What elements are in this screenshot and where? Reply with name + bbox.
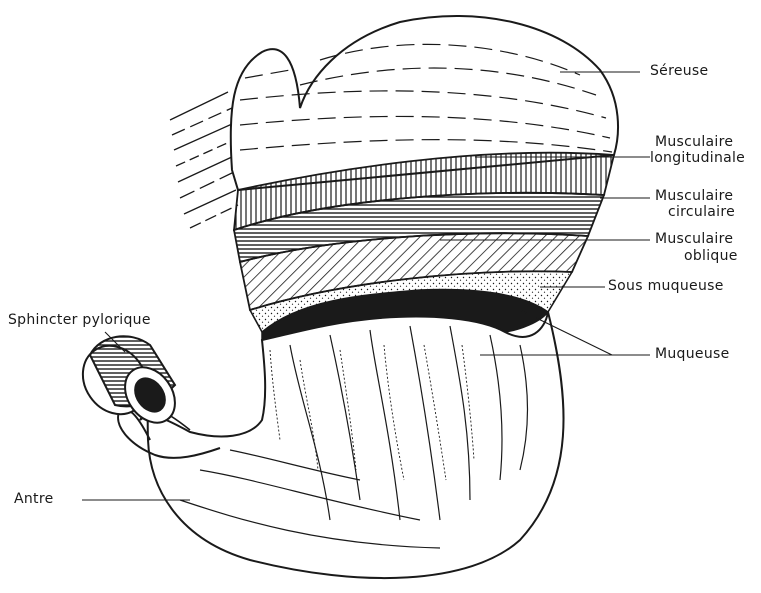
label-musculaire-oblique-1: Musculaire: [655, 232, 733, 247]
label-musculaire-longitudinale-2: longitudinale: [650, 151, 745, 166]
label-musculaire-longitudinale-1: Musculaire: [655, 135, 733, 150]
esophagus-strands: [170, 92, 238, 228]
label-musculaire-circulaire-2: circulaire: [668, 205, 735, 220]
label-sous-muqueuse: Sous muqueuse: [608, 279, 724, 294]
label-muqueuse: Muqueuse: [655, 347, 730, 362]
pyloric-sphincter: [70, 333, 185, 432]
label-sphincter-pylorique: Sphincter pylorique: [8, 313, 151, 328]
label-musculaire-circulaire-1: Musculaire: [655, 189, 733, 204]
label-antre: Antre: [14, 492, 54, 507]
label-musculaire-oblique-2: oblique: [684, 249, 738, 264]
label-sereuse: Séreuse: [650, 64, 708, 79]
